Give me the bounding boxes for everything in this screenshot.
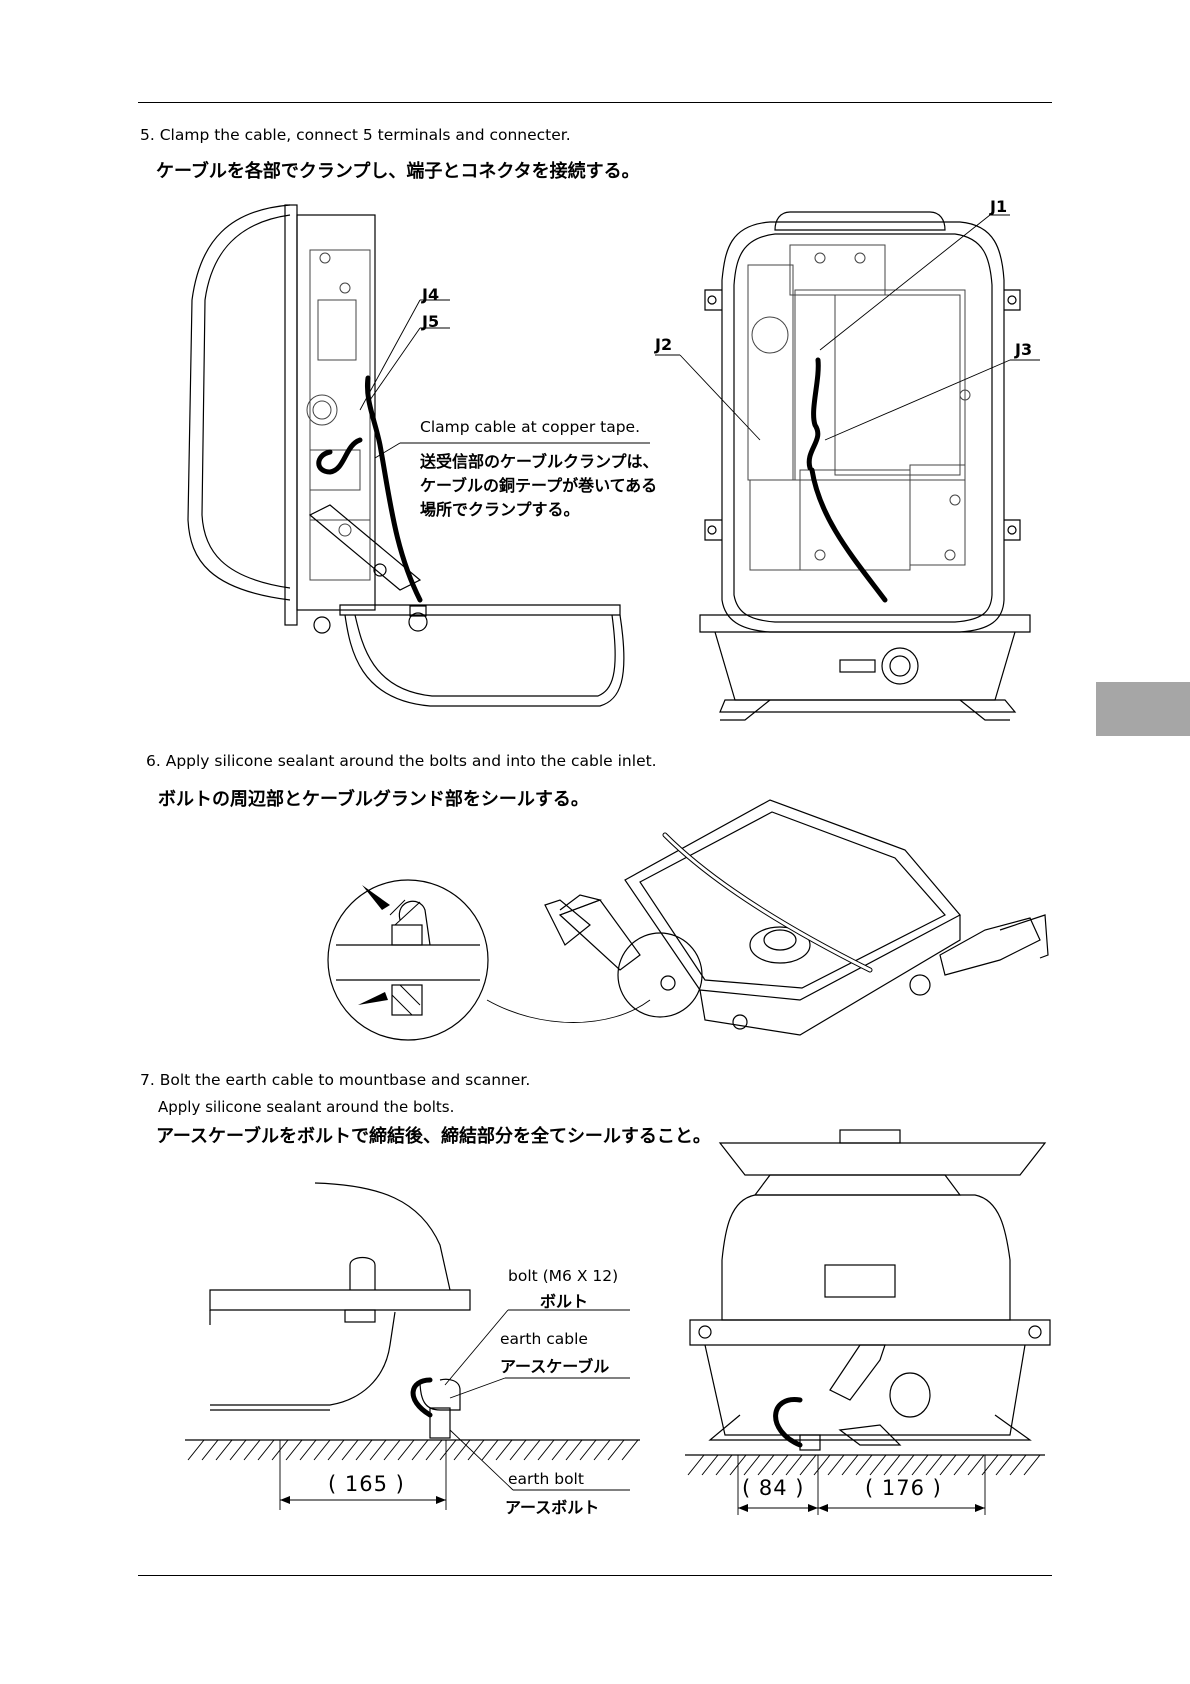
- ground-hatch-line: [827, 1454, 845, 1476]
- header-rule: [138, 102, 1052, 103]
- step7-subtitle: Apply silicone sealant around the bolts.: [158, 1098, 455, 1116]
- ground-hatch-line: [995, 1454, 1013, 1476]
- label-j4: J4: [422, 285, 440, 304]
- ground-hatch-line: [257, 1439, 275, 1461]
- label-clamp-jp-3: 場所でクランプする。: [420, 500, 580, 519]
- ground-hatch-line: [509, 1439, 527, 1461]
- ground-hatch-line: [841, 1454, 859, 1476]
- ground-hatch-line: [771, 1454, 789, 1476]
- ground-hatch-line: [397, 1439, 415, 1461]
- ground-hatch-line: [897, 1454, 915, 1476]
- ground-hatch-line: [383, 1439, 401, 1461]
- ground-hatch-line: [1009, 1454, 1027, 1476]
- ground-hatch-line: [271, 1439, 289, 1461]
- label-j2: J2: [655, 335, 673, 354]
- ground-hatch-line: [313, 1439, 331, 1461]
- step7-title-jp: アースケーブルをボルトで締結後、締結部分を全てシールすること。: [156, 1126, 711, 1147]
- ground-hatch-line: [883, 1454, 901, 1476]
- ground-hatch-line: [729, 1454, 747, 1476]
- ground-hatch-line: [593, 1439, 611, 1461]
- ground-hatch-line: [621, 1439, 639, 1461]
- ground-hatch-line: [229, 1439, 247, 1461]
- ground-hatch-line: [939, 1454, 957, 1476]
- ground-hatch-line: [785, 1454, 803, 1476]
- ground-hatch-line: [715, 1454, 733, 1476]
- ground-hatch-line: [467, 1439, 485, 1461]
- dimension-176: ( 176 ): [865, 1476, 942, 1500]
- ground-hatch-line: [243, 1439, 261, 1461]
- label-bolt-jp: ボルト: [540, 1292, 589, 1311]
- ground-hatch-line: [453, 1439, 471, 1461]
- ground-hatch-line: [425, 1439, 443, 1461]
- ground-hatch-line: [523, 1439, 541, 1461]
- ground-hatch-line: [579, 1439, 597, 1461]
- ground-hatch-line: [1023, 1454, 1041, 1476]
- ground-hatch-line: [799, 1454, 817, 1476]
- ground-hatch-line: [439, 1439, 457, 1461]
- label-earth-bolt-jp: アースボルト: [505, 1498, 600, 1517]
- ground-hatch-line: [537, 1439, 555, 1461]
- ground-hatch-line: [215, 1439, 233, 1461]
- ground-hatch-line: [299, 1439, 317, 1461]
- ground-hatch-line: [869, 1454, 887, 1476]
- ground-hatch-line: [369, 1439, 387, 1461]
- label-j5: J5: [422, 312, 440, 331]
- ground-hatch-line: [687, 1454, 705, 1476]
- ground-hatch-line: [813, 1454, 831, 1476]
- footer-rule: [138, 1575, 1052, 1576]
- label-clamp-jp-2: ケーブルの銅テープが巻いてある: [420, 476, 658, 495]
- ground-hatch-line: [967, 1454, 985, 1476]
- label-clamp-jp-1: 送受信部のケーブルクランプは、: [420, 452, 659, 471]
- ground-hatch-line: [925, 1454, 943, 1476]
- ground-hatch-line: [285, 1439, 303, 1461]
- ground-hatch-line: [341, 1439, 359, 1461]
- ground-hatch-line: [551, 1439, 569, 1461]
- label-bolt-en: bolt (M6 X 12): [508, 1267, 619, 1285]
- ground-hatch-line: [607, 1439, 625, 1461]
- ground-hatch-line: [355, 1439, 373, 1461]
- ground-hatch-line: [187, 1439, 205, 1461]
- ground-hatch-line: [981, 1454, 999, 1476]
- step6-title-jp: ボルトの周辺部とケーブルグランド部をシールする。: [158, 789, 589, 810]
- ground-hatch-line: [495, 1439, 513, 1461]
- ground-hatch-line: [911, 1454, 929, 1476]
- label-earth-cable-jp: アースケーブル: [500, 1357, 610, 1376]
- label-clamp-en: Clamp cable at copper tape.: [420, 418, 641, 436]
- ground-hatch-line: [411, 1439, 429, 1461]
- step5-title: 5. Clamp the cable, connect 5 terminals …: [140, 126, 571, 144]
- ground-hatch-line: [565, 1439, 583, 1461]
- ground-hatch-line: [743, 1454, 761, 1476]
- ground-hatch-line: [201, 1439, 219, 1461]
- dimension-84: ( 84 ): [742, 1476, 805, 1500]
- ground-hatch-line: [701, 1454, 719, 1476]
- step7-title: 7. Bolt the earth cable to mountbase and…: [140, 1071, 531, 1089]
- chapter-tab: [1096, 682, 1190, 736]
- ground-hatch-line: [757, 1454, 775, 1476]
- step6-title: 6. Apply silicone sealant around the bol…: [146, 752, 657, 770]
- dimension-165: ( 165 ): [328, 1472, 405, 1496]
- label-j3: J3: [1015, 340, 1033, 359]
- label-earth-bolt-en: earth bolt: [508, 1470, 584, 1488]
- step5-title-jp: ケーブルを各部でクランプし、端子とコネクタを接続する。: [156, 161, 640, 182]
- label-j1: J1: [990, 197, 1008, 216]
- ground-hatch-line: [855, 1454, 873, 1476]
- ground-hatch-line: [327, 1439, 345, 1461]
- ground-hatch-line: [953, 1454, 971, 1476]
- ground-hatch-line: [481, 1439, 499, 1461]
- label-earth-cable-en: earth cable: [500, 1330, 588, 1348]
